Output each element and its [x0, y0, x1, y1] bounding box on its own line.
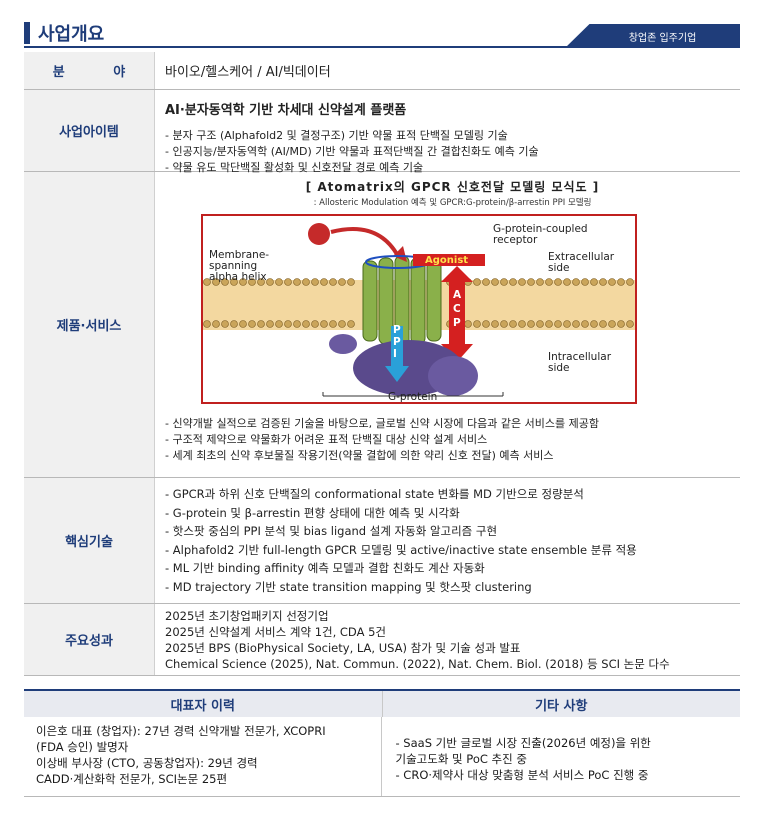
- label-membrane: Membrane- spanning alpha helix: [209, 249, 270, 283]
- list-item: - CRO·제약사 대상 맞춤형 분석 서비스 PoC 진행 중: [395, 768, 649, 782]
- header-tag: 창업존 입주기업: [565, 24, 740, 48]
- header-accent-bar: [24, 22, 30, 44]
- list-item: - 구조적 제약으로 약물화가 어려운 표적 단백질 대상 신약 설계 서비스: [165, 433, 488, 446]
- field-value: 바이오/헬스케어 / AI/빅데이터: [165, 65, 331, 80]
- core-tech-content: - GPCR과 하위 신호 단백질의 conformational state …: [155, 478, 740, 603]
- row-label-product: 제품·서비스: [24, 172, 155, 477]
- row-product: 제품·서비스 [ Atomatrix의 GPCR 신호전달 모델링 모식도 ] …: [24, 172, 740, 478]
- row-field: 분 야 바이오/헬스케어 / AI/빅데이터: [24, 52, 740, 90]
- product-content: [ Atomatrix의 GPCR 신호전달 모델링 모식도 ] : Allos…: [155, 172, 740, 477]
- header-underline: [24, 46, 740, 48]
- label-ppi: P P I: [393, 324, 401, 360]
- label-extracellular: Extracellular side: [548, 251, 615, 274]
- row-label-field: 분 야: [24, 52, 155, 89]
- achievements-content: 2025년 초기창업패키지 선정기업 2025년 신약설계 서비스 계약 1건,…: [155, 604, 740, 675]
- label-gprotein: G-protein: [388, 391, 438, 403]
- label-intracellular: Intracellular side: [548, 351, 612, 374]
- bottom-table: 대표자 이력 기타 사항 이은호 대표 (창업자): 27년 경력 신약개발 전…: [24, 689, 740, 797]
- business-item-content: AI·분자동역학 기반 차세대 신약설계 플랫폼 - 분자 구조 (Alphaf…: [155, 90, 740, 174]
- list-item: (FDA 승인) 발명자: [36, 740, 129, 754]
- list-item: Chemical Science (2025), Nat. Commun. (2…: [165, 657, 670, 671]
- list-item: 2025년 신약설계 서비스 계약 1건, CDA 5건: [165, 625, 386, 639]
- list-item: - Alphafold2 기반 full-length GPCR 모델링 및 a…: [165, 542, 637, 557]
- other-notes: - SaaS 기반 글로벌 시장 진출(2026년 예정)을 위한 기술고도화 …: [382, 717, 741, 796]
- figure-subtitle: : Allosteric Modulation 예측 및 GPCR:G-prot…: [313, 198, 592, 208]
- label-agonist: Agonist: [425, 255, 469, 266]
- row-label-business-item: 사업아이템: [24, 90, 155, 171]
- row-label-core-tech: 핵심기술: [24, 478, 155, 603]
- label-receptor: G-protein-coupled receptor: [493, 223, 588, 246]
- list-item: 이은호 대표 (창업자): 27년 경력 신약개발 전문가, XCOPRI: [36, 724, 326, 738]
- list-item: - 핫스팟 중심의 PPI 분석 및 bias ligand 설계 자동화 알고…: [165, 524, 498, 538]
- list-item: - SaaS 기반 글로벌 시장 진출(2026년 예정)을 위한: [395, 736, 651, 750]
- gpcr-diagram: Membrane- spanning alpha helix G-protein…: [201, 214, 637, 404]
- list-item: - ML 기반 binding affinity 예측 모델과 결합 친화도 계…: [165, 561, 485, 575]
- section-title: 사업개요: [38, 24, 105, 45]
- row-business-item: 사업아이템 AI·분자동역학 기반 차세대 신약설계 플랫폼 - 분자 구조 (…: [24, 90, 740, 174]
- list-item: CADD·계산화학 전문가, SCI논문 25편: [36, 772, 228, 786]
- business-item-title: AI·분자동역학 기반 차세대 신약설계 플랫폼: [165, 103, 407, 118]
- list-item: - 약물 유도 막단백질 활성화 및 신호전달 경로 예측 기술: [165, 161, 424, 174]
- row-label-achievements: 주요성과: [24, 604, 155, 675]
- label-acp: A C P: [453, 289, 462, 329]
- bottom-table-body: 이은호 대표 (창업자): 27년 경력 신약개발 전문가, XCOPRI (F…: [24, 717, 740, 797]
- row-achievements: 주요성과 2025년 초기창업패키지 선정기업 2025년 신약설계 서비스 계…: [24, 604, 740, 676]
- other-notes-heading: 기타 사항: [535, 698, 588, 714]
- list-item: 2025년 BPS (BioPhysical Society, LA, USA)…: [165, 641, 521, 655]
- product-bullets: - 신약개발 실적으로 검증된 기술을 바탕으로, 글로벌 신약 시장에 다음과…: [165, 416, 740, 464]
- list-item: - MD trajectory 기반 state transition mapp…: [165, 579, 532, 594]
- bottom-table-header: 대표자 이력 기타 사항: [24, 689, 740, 717]
- list-item: 2025년 초기창업패키지 선정기업: [165, 609, 329, 623]
- gpcr-diagram-svg: [203, 223, 635, 397]
- list-item: - 신약개발 실적으로 검증된 기술을 바탕으로, 글로벌 신약 시장에 다음과…: [165, 417, 599, 430]
- list-item: - 세계 최초의 신약 후보물질 작용기전(약물 결합에 의한 약리 신호 전달…: [165, 449, 554, 462]
- list-item: 이상배 부사장 (CTO, 공동창업자): 29년 경력: [36, 756, 258, 770]
- ceo-history: 이은호 대표 (창업자): 27년 경력 신약개발 전문가, XCOPRI (F…: [24, 717, 382, 796]
- ceo-history-heading: 대표자 이력: [24, 691, 383, 717]
- section-header: 사업개요 창업존 입주기업: [24, 18, 740, 48]
- list-item: - G-protein 및 β-arrestin 편향 상태에 대한 예측 및 …: [165, 505, 460, 520]
- row-core-tech: 핵심기술 - GPCR과 하위 신호 단백질의 conformational s…: [24, 478, 740, 604]
- overview-table: 분 야 바이오/헬스케어 / AI/빅데이터 사업아이템 AI·분자동역학 기반…: [24, 52, 740, 676]
- list-item: - 분자 구조 (Alphafold2 및 결정구조) 기반 약물 표적 단백질…: [165, 129, 508, 142]
- list-item: - GPCR과 하위 신호 단백질의 conformational state …: [165, 487, 584, 501]
- figure-title: [ Atomatrix의 GPCR 신호전달 모델링 모식도 ]: [305, 180, 600, 194]
- list-item: - 인공지능/분자동역학 (AI/MD) 기반 약물과 표적단백질 간 결합친화…: [165, 145, 539, 158]
- list-item: 기술고도화 및 PoC 추진 중: [395, 752, 527, 766]
